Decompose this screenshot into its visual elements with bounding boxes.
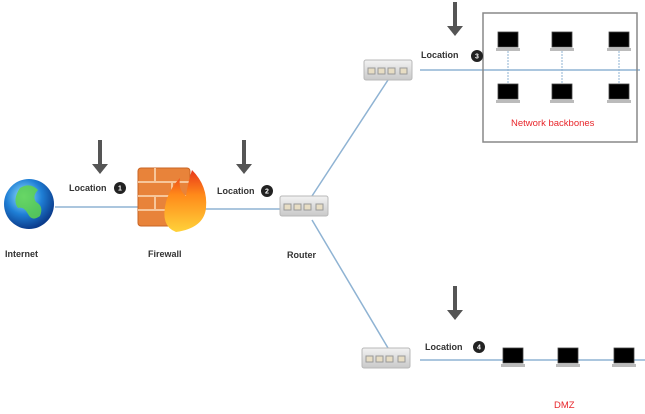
monitor-screen bbox=[608, 31, 630, 48]
down-arrow-icon bbox=[242, 140, 246, 166]
backbone-computer-icon[interactable] bbox=[496, 83, 520, 103]
firewall-label: Firewall bbox=[148, 249, 182, 259]
dmz-computer-icon[interactable] bbox=[612, 347, 636, 367]
keyboard bbox=[612, 364, 636, 367]
dmz-label: DMZ bbox=[554, 400, 575, 411]
network-backbone-zone: Network backbones bbox=[482, 12, 638, 143]
dmz-computer-icon[interactable] bbox=[501, 347, 525, 367]
backbone-computer-icon[interactable] bbox=[496, 31, 520, 51]
router-node[interactable]: Router bbox=[279, 195, 329, 260]
monitor-screen bbox=[608, 83, 630, 100]
dmz-computer-icon[interactable] bbox=[556, 347, 580, 367]
globe-continent bbox=[15, 185, 42, 219]
keyboard bbox=[607, 100, 631, 103]
link-router-top-switch bbox=[311, 79, 389, 197]
monitor-screen bbox=[557, 347, 579, 364]
backbone-vertical-links bbox=[507, 48, 620, 86]
arrow-head bbox=[92, 164, 108, 174]
dmz-switch[interactable] bbox=[361, 347, 411, 369]
firewall-node[interactable]: Firewall bbox=[137, 167, 207, 259]
backbone-computer-icon[interactable] bbox=[607, 83, 631, 103]
backbone-computer-icon[interactable] bbox=[550, 31, 574, 51]
computers bbox=[496, 31, 636, 367]
backbone-border bbox=[482, 12, 638, 143]
router-icon bbox=[279, 195, 329, 217]
router-label: Router bbox=[287, 250, 316, 260]
links bbox=[55, 69, 645, 361]
internet-label: Internet bbox=[5, 249, 38, 259]
monitor-screen bbox=[497, 83, 519, 100]
location-number-badge bbox=[261, 185, 273, 197]
location-marker-2: Location 2 bbox=[217, 140, 273, 197]
location-label: Location bbox=[425, 342, 463, 352]
keyboard bbox=[501, 364, 525, 367]
location-number-badge bbox=[114, 182, 126, 194]
location-marker-3: Location 3 bbox=[421, 2, 483, 62]
location-label: Location bbox=[69, 183, 107, 193]
location-number: 3 bbox=[475, 54, 479, 61]
monitor-screen bbox=[613, 347, 635, 364]
location-number-badge bbox=[473, 341, 485, 353]
arrow-head bbox=[447, 310, 463, 320]
keyboard bbox=[607, 48, 631, 51]
backbone-computer-icon[interactable] bbox=[550, 83, 574, 103]
location-number: 1 bbox=[118, 186, 122, 193]
location-number-badge bbox=[471, 50, 483, 62]
monitor-screen bbox=[502, 347, 524, 364]
down-arrow-icon bbox=[453, 286, 457, 312]
location-marker-4: Location 4 bbox=[425, 286, 485, 353]
keyboard bbox=[556, 364, 580, 367]
arrow-head bbox=[447, 26, 463, 36]
link-router-bottom-switch bbox=[311, 219, 389, 349]
down-arrow-icon bbox=[98, 140, 102, 166]
location-number: 4 bbox=[477, 345, 481, 352]
location-marker-1: Location 1 bbox=[69, 140, 126, 194]
backbone-switch[interactable] bbox=[363, 59, 413, 81]
location-label: Location bbox=[421, 50, 459, 60]
monitor-screen bbox=[551, 83, 573, 100]
keyboard bbox=[496, 48, 520, 51]
backbone-label: Network backbones bbox=[511, 118, 595, 129]
location-label: Location bbox=[217, 186, 255, 196]
internet-node[interactable]: Internet bbox=[4, 179, 54, 259]
keyboard bbox=[550, 48, 574, 51]
arrow-head bbox=[236, 164, 252, 174]
keyboard bbox=[550, 100, 574, 103]
flame-icon bbox=[164, 170, 207, 232]
monitor-screen bbox=[497, 31, 519, 48]
backbone-computer-icon[interactable] bbox=[607, 31, 631, 51]
down-arrow-icon bbox=[453, 2, 457, 28]
monitor-screen bbox=[551, 31, 573, 48]
keyboard bbox=[496, 100, 520, 103]
location-number: 2 bbox=[265, 189, 269, 196]
